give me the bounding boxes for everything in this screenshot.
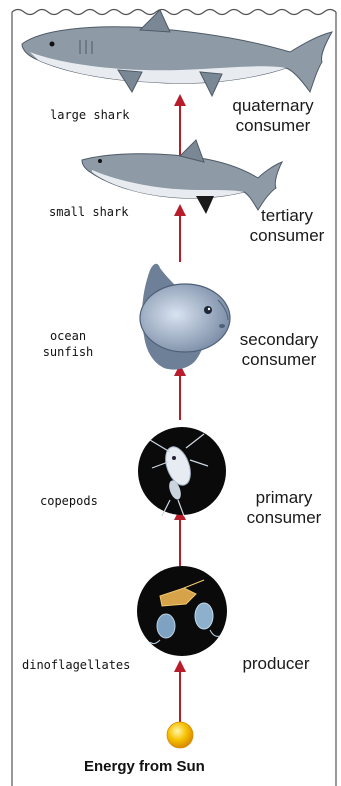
level-tertiary-consumer: tertiary consumer bbox=[238, 206, 336, 246]
label-large-shark: large shark bbox=[50, 107, 129, 123]
label-copepods: copepods bbox=[40, 493, 98, 509]
copepod-icon bbox=[138, 427, 226, 516]
sun-icon bbox=[167, 722, 193, 748]
sunfish-icon bbox=[140, 264, 230, 370]
label-dinoflagellates: dinoflagellates bbox=[22, 657, 130, 673]
large-shark-icon bbox=[22, 10, 332, 96]
energy-source-label: Energy from Sun bbox=[84, 758, 205, 775]
level-producer: producer bbox=[226, 654, 326, 674]
dinoflagellates-icon bbox=[137, 566, 227, 656]
label-ocean-sunfish: ocean sunfish bbox=[33, 328, 103, 360]
small-shark-icon bbox=[82, 140, 282, 214]
level-secondary-consumer: secondary consumer bbox=[222, 330, 336, 370]
water-surface bbox=[12, 10, 336, 15]
level-quaternary-consumer: quaternary consumer bbox=[212, 96, 334, 136]
label-small-shark: small shark bbox=[49, 204, 128, 220]
level-primary-consumer: primary consumer bbox=[232, 488, 336, 528]
